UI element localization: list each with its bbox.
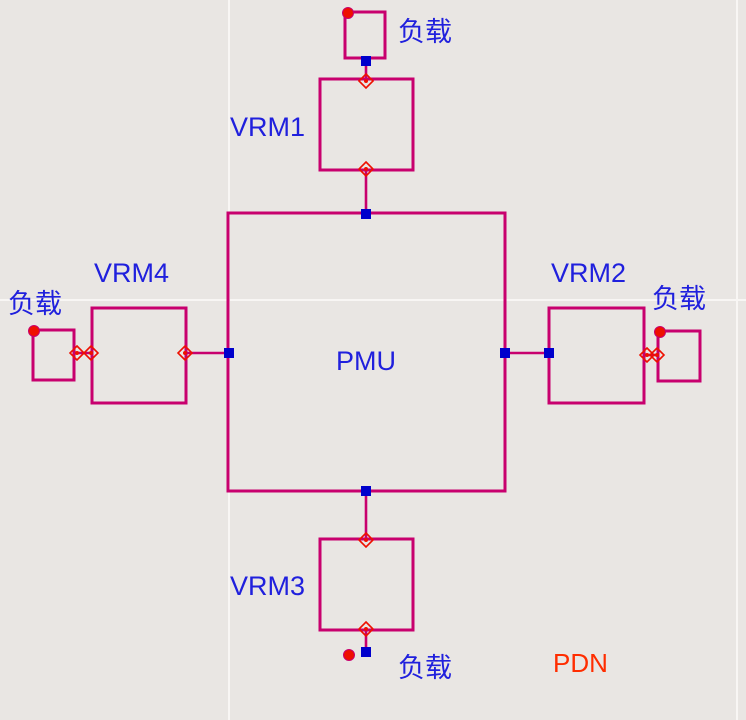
port-dot-vrm4-right: [183, 351, 187, 355]
load-left-block[interactable]: [31, 328, 76, 382]
load-top-block[interactable]: [343, 10, 387, 60]
pdn-title: PDN: [553, 648, 608, 678]
load-bottom-label[interactable]: 负载: [398, 653, 452, 683]
load-left-label[interactable]: 负载: [8, 289, 62, 319]
vrm1-label[interactable]: VRM1: [230, 112, 305, 142]
pin-vrm2-left[interactable]: [544, 348, 554, 358]
port-dot-loadright-left: [655, 353, 659, 357]
port-dot-loadleft-right: [75, 351, 79, 355]
port-dot-vrm4-left: [89, 351, 93, 355]
vrm3-block[interactable]: [318, 537, 415, 632]
vrm1-block[interactable]: [318, 77, 415, 172]
port-dot-vrm3-bottom: [364, 627, 368, 631]
load-top-label[interactable]: 负载: [398, 17, 452, 47]
port-dot-vrm1-bottom: [364, 167, 368, 171]
pin-pmu-left[interactable]: [224, 348, 234, 358]
load-right-block[interactable]: [656, 329, 702, 383]
pin-loadtop-bottom[interactable]: [361, 56, 371, 66]
port-diamond-loadleft-right[interactable]: [68, 344, 86, 362]
port-diamond-loadright-left[interactable]: [648, 346, 666, 364]
pin-pmu-bottom[interactable]: [361, 486, 371, 496]
vrm2-label[interactable]: VRM2: [551, 258, 626, 288]
port-diamond-vrm1-top[interactable]: [357, 72, 375, 90]
vrm2-block[interactable]: [547, 306, 646, 405]
port-dot-vrm1-top: [364, 79, 368, 83]
port-circle-load-left[interactable]: [28, 325, 40, 337]
pin-loadbottom-top[interactable]: [361, 647, 371, 657]
port-diamond-vrm4-left[interactable]: [82, 344, 100, 362]
pin-pmu-right[interactable]: [500, 348, 510, 358]
port-circle-load-top[interactable]: [342, 7, 354, 19]
pmu-label[interactable]: PMU: [336, 346, 396, 376]
port-diamond-vrm3-bottom[interactable]: [357, 620, 375, 638]
port-diamond-vrm4-right[interactable]: [176, 344, 194, 362]
port-dot-vrm2-right: [645, 353, 649, 357]
vrm3-label[interactable]: VRM3: [230, 571, 305, 601]
vrm4-label[interactable]: VRM4: [94, 258, 169, 288]
port-dot-vrm3-top: [364, 538, 368, 542]
port-circle-load-bottom[interactable]: [343, 649, 355, 661]
port-diamond-vrm1-bottom[interactable]: [357, 160, 375, 178]
vrm4-block[interactable]: [90, 306, 188, 405]
port-circle-load-right[interactable]: [654, 326, 666, 338]
load-right-label[interactable]: 负载: [652, 284, 706, 314]
port-diamond-vrm3-top[interactable]: [357, 531, 375, 549]
pin-pmu-top[interactable]: [361, 209, 371, 219]
